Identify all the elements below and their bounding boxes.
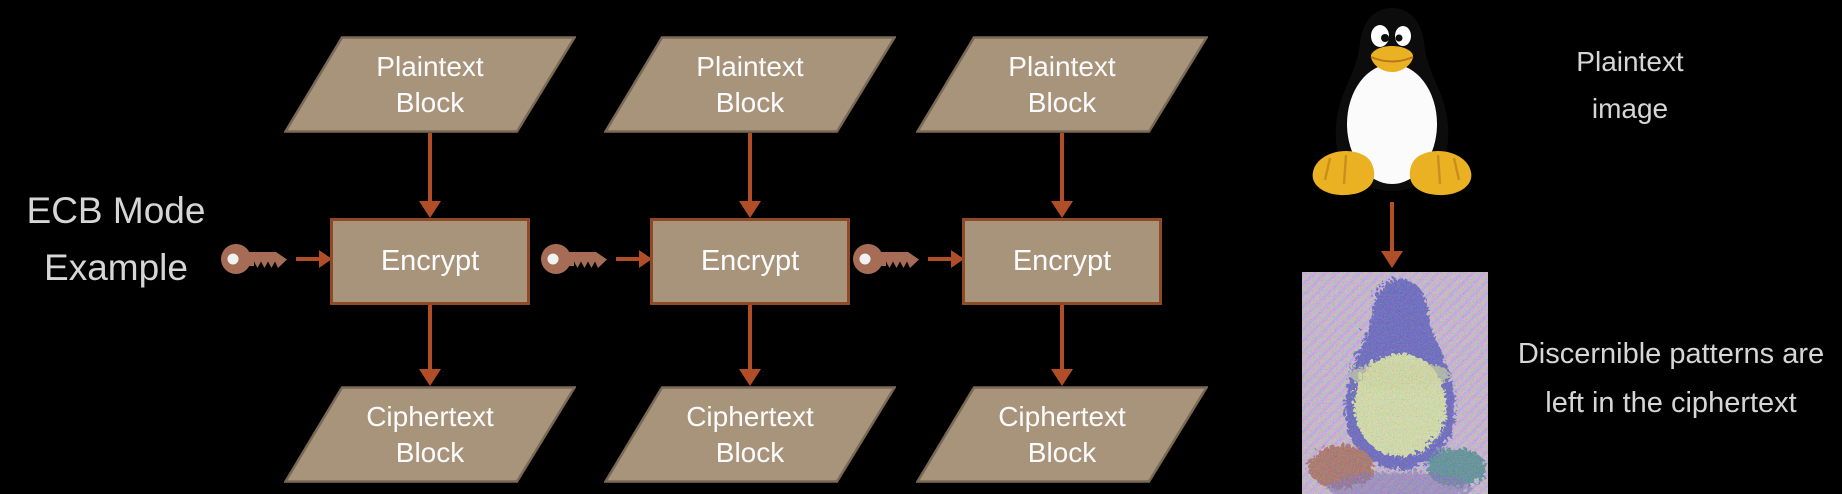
parallelogram-shape xyxy=(284,386,576,483)
ecb-encrypted-tux-image xyxy=(1302,272,1488,494)
parallelogram-shape xyxy=(284,36,576,133)
ecb-column-2: Plaintext Block Encrypt Ciphertext Block xyxy=(541,0,896,494)
plaintext-block: Plaintext Block xyxy=(916,36,1208,133)
parallelogram-shape xyxy=(916,36,1208,133)
key-icon xyxy=(853,244,919,274)
arrow-down-icon xyxy=(419,133,441,218)
encrypt-box: Encrypt xyxy=(962,218,1162,305)
ciphertext-block-label: Ciphertext Block xyxy=(686,400,814,468)
plaintext-block-label: Plaintext Block xyxy=(1008,50,1116,118)
ciphertext-block: Ciphertext Block xyxy=(916,386,1208,483)
key-icon xyxy=(221,244,287,274)
ciphertext-block-label: Ciphertext Block xyxy=(998,400,1126,468)
arrow-down-icon xyxy=(419,305,441,386)
ciphertext-block: Ciphertext Block xyxy=(284,386,576,483)
plaintext-block: Plaintext Block xyxy=(284,36,576,133)
encrypt-box: Encrypt xyxy=(650,218,850,305)
arrow-down-icon xyxy=(1051,305,1073,386)
parallelogram-shape xyxy=(604,36,896,133)
tux-penguin-image xyxy=(1312,8,1472,196)
arrow-down-icon xyxy=(1051,133,1073,218)
plaintext-block-label: Plaintext Block xyxy=(696,50,804,118)
ciphertext-block-label: Ciphertext Block xyxy=(366,400,494,468)
encrypt-label: Encrypt xyxy=(1012,245,1112,277)
ciphertext-pattern-caption: Discernible patterns are left in the cip… xyxy=(1517,338,1825,419)
arrow-right-icon xyxy=(616,250,652,268)
parallelogram-shape xyxy=(916,386,1208,483)
plaintext-block-label: Plaintext Block xyxy=(376,50,484,118)
encrypt-label: Encrypt xyxy=(700,245,800,277)
parallelogram-shape xyxy=(604,386,896,483)
arrow-down-icon xyxy=(739,305,761,386)
key-icon xyxy=(541,244,607,274)
plaintext-image-caption: Plaintext image xyxy=(1576,46,1684,124)
ciphertext-block: Ciphertext Block xyxy=(604,386,896,483)
arrow-down-icon xyxy=(1381,202,1403,268)
ecb-column-3: Plaintext Block Encrypt Ciphertext Block xyxy=(853,0,1208,494)
ecb-column-1: Plaintext Block Encrypt Ciphertext Block xyxy=(221,0,576,494)
arrow-down-icon xyxy=(739,133,761,218)
plaintext-block: Plaintext Block xyxy=(604,36,896,133)
encrypt-label: Encrypt xyxy=(380,245,480,277)
arrow-right-icon xyxy=(928,250,964,268)
diagram-title: ECB Mode Example xyxy=(26,190,206,288)
encrypt-box: Encrypt xyxy=(330,218,530,305)
arrow-right-icon xyxy=(296,250,332,268)
